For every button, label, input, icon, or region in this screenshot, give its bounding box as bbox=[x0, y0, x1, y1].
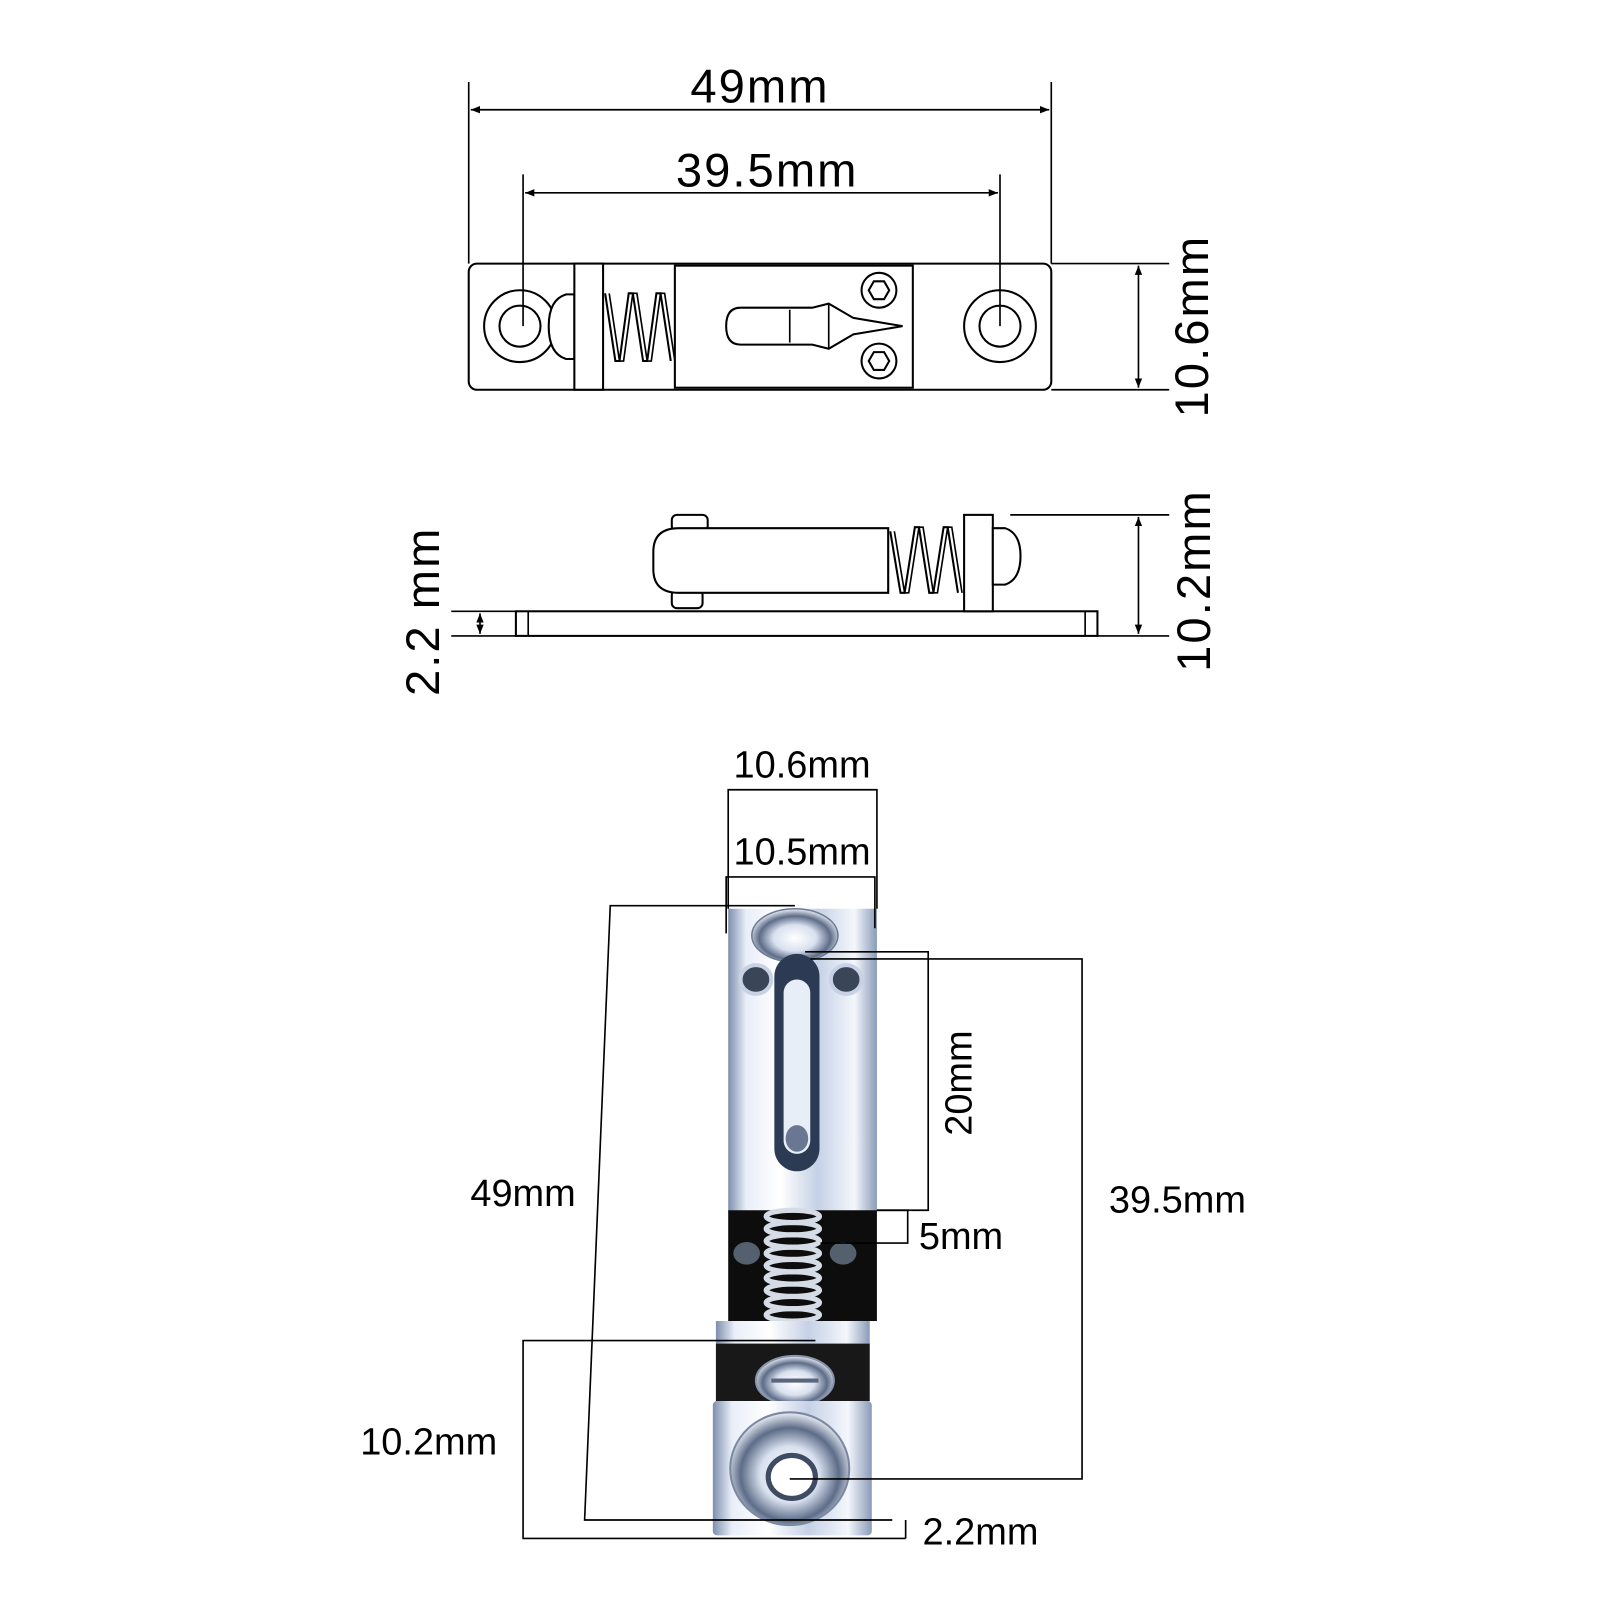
top-spring-shadow bbox=[608, 292, 676, 362]
photo-bracket-hole-spacing bbox=[789, 958, 1083, 1480]
photo-bracket-height bbox=[522, 1339, 906, 1540]
photo-total-length-label: 49mm bbox=[470, 1173, 575, 1215]
photo-left-nut bbox=[733, 1242, 760, 1265]
side-spring-shadow bbox=[893, 526, 963, 594]
side-spring bbox=[889, 526, 959, 594]
side-screw-head bbox=[991, 527, 1022, 586]
top-hole-spacing-label: 39.5mm bbox=[676, 144, 859, 197]
top-hex-socket-lower bbox=[867, 351, 891, 371]
photo-string-slot-inner bbox=[783, 979, 811, 1154]
photo-right-nut bbox=[829, 1242, 857, 1265]
side-vertical-plate bbox=[963, 513, 994, 613]
photo-width-outer-label: 10.6mm bbox=[734, 744, 871, 786]
top-end-tab bbox=[573, 262, 605, 391]
top-string-slot bbox=[725, 302, 903, 350]
photo-spring bbox=[763, 1207, 823, 1324]
photo-slot-length-label: 20mm bbox=[938, 1030, 980, 1135]
top-total-width-label: 49mm bbox=[690, 60, 829, 113]
photo-gap-label: 5mm bbox=[919, 1216, 1003, 1258]
photo-right-small-hole bbox=[828, 963, 864, 996]
top-spring bbox=[604, 292, 672, 363]
photo-left-small-hole bbox=[738, 963, 774, 996]
side-base-plate bbox=[514, 610, 1099, 637]
photo-bottom-hole bbox=[765, 1452, 818, 1502]
side-plate-thickness-label: 2.2 mm bbox=[396, 527, 449, 697]
photo-view: 10.6mm 10.5mm 49mm 20mm 5mm 39.5mm 10.2m… bbox=[360, 744, 1246, 1553]
left-mount-hole-inner bbox=[498, 304, 542, 348]
photo-plate-thickness-label: 2.2mm bbox=[923, 1512, 1039, 1554]
top-hex-screw-upper bbox=[860, 271, 898, 309]
photo-hole-spacing-label: 39.5mm bbox=[1109, 1179, 1246, 1221]
photo-slot-end-hole bbox=[785, 1125, 809, 1152]
top-hex-socket-upper bbox=[867, 280, 891, 301]
photo-spring-gap bbox=[728, 1210, 877, 1322]
side-height-label: 10.2mm bbox=[1167, 489, 1220, 672]
photo-bracket-width-outer bbox=[727, 788, 878, 909]
top-view: 49mm 39.5mm 10.6mm bbox=[467, 60, 1218, 418]
photo-end-tab bbox=[715, 1321, 870, 1344]
photo-bracket-gap bbox=[820, 1209, 909, 1244]
top-hex-screw-lower bbox=[860, 342, 898, 380]
photo-bracket-total-length bbox=[583, 904, 893, 1521]
side-view: 10.2mm 2.2 mm bbox=[396, 489, 1220, 696]
top-plate-width-label: 10.6mm bbox=[1165, 235, 1218, 418]
top-screw-head bbox=[547, 293, 576, 360]
photo-height-label: 10.2mm bbox=[360, 1421, 497, 1463]
side-saddle-block bbox=[652, 527, 890, 594]
photo-width-inner-label: 10.5mm bbox=[734, 832, 871, 874]
